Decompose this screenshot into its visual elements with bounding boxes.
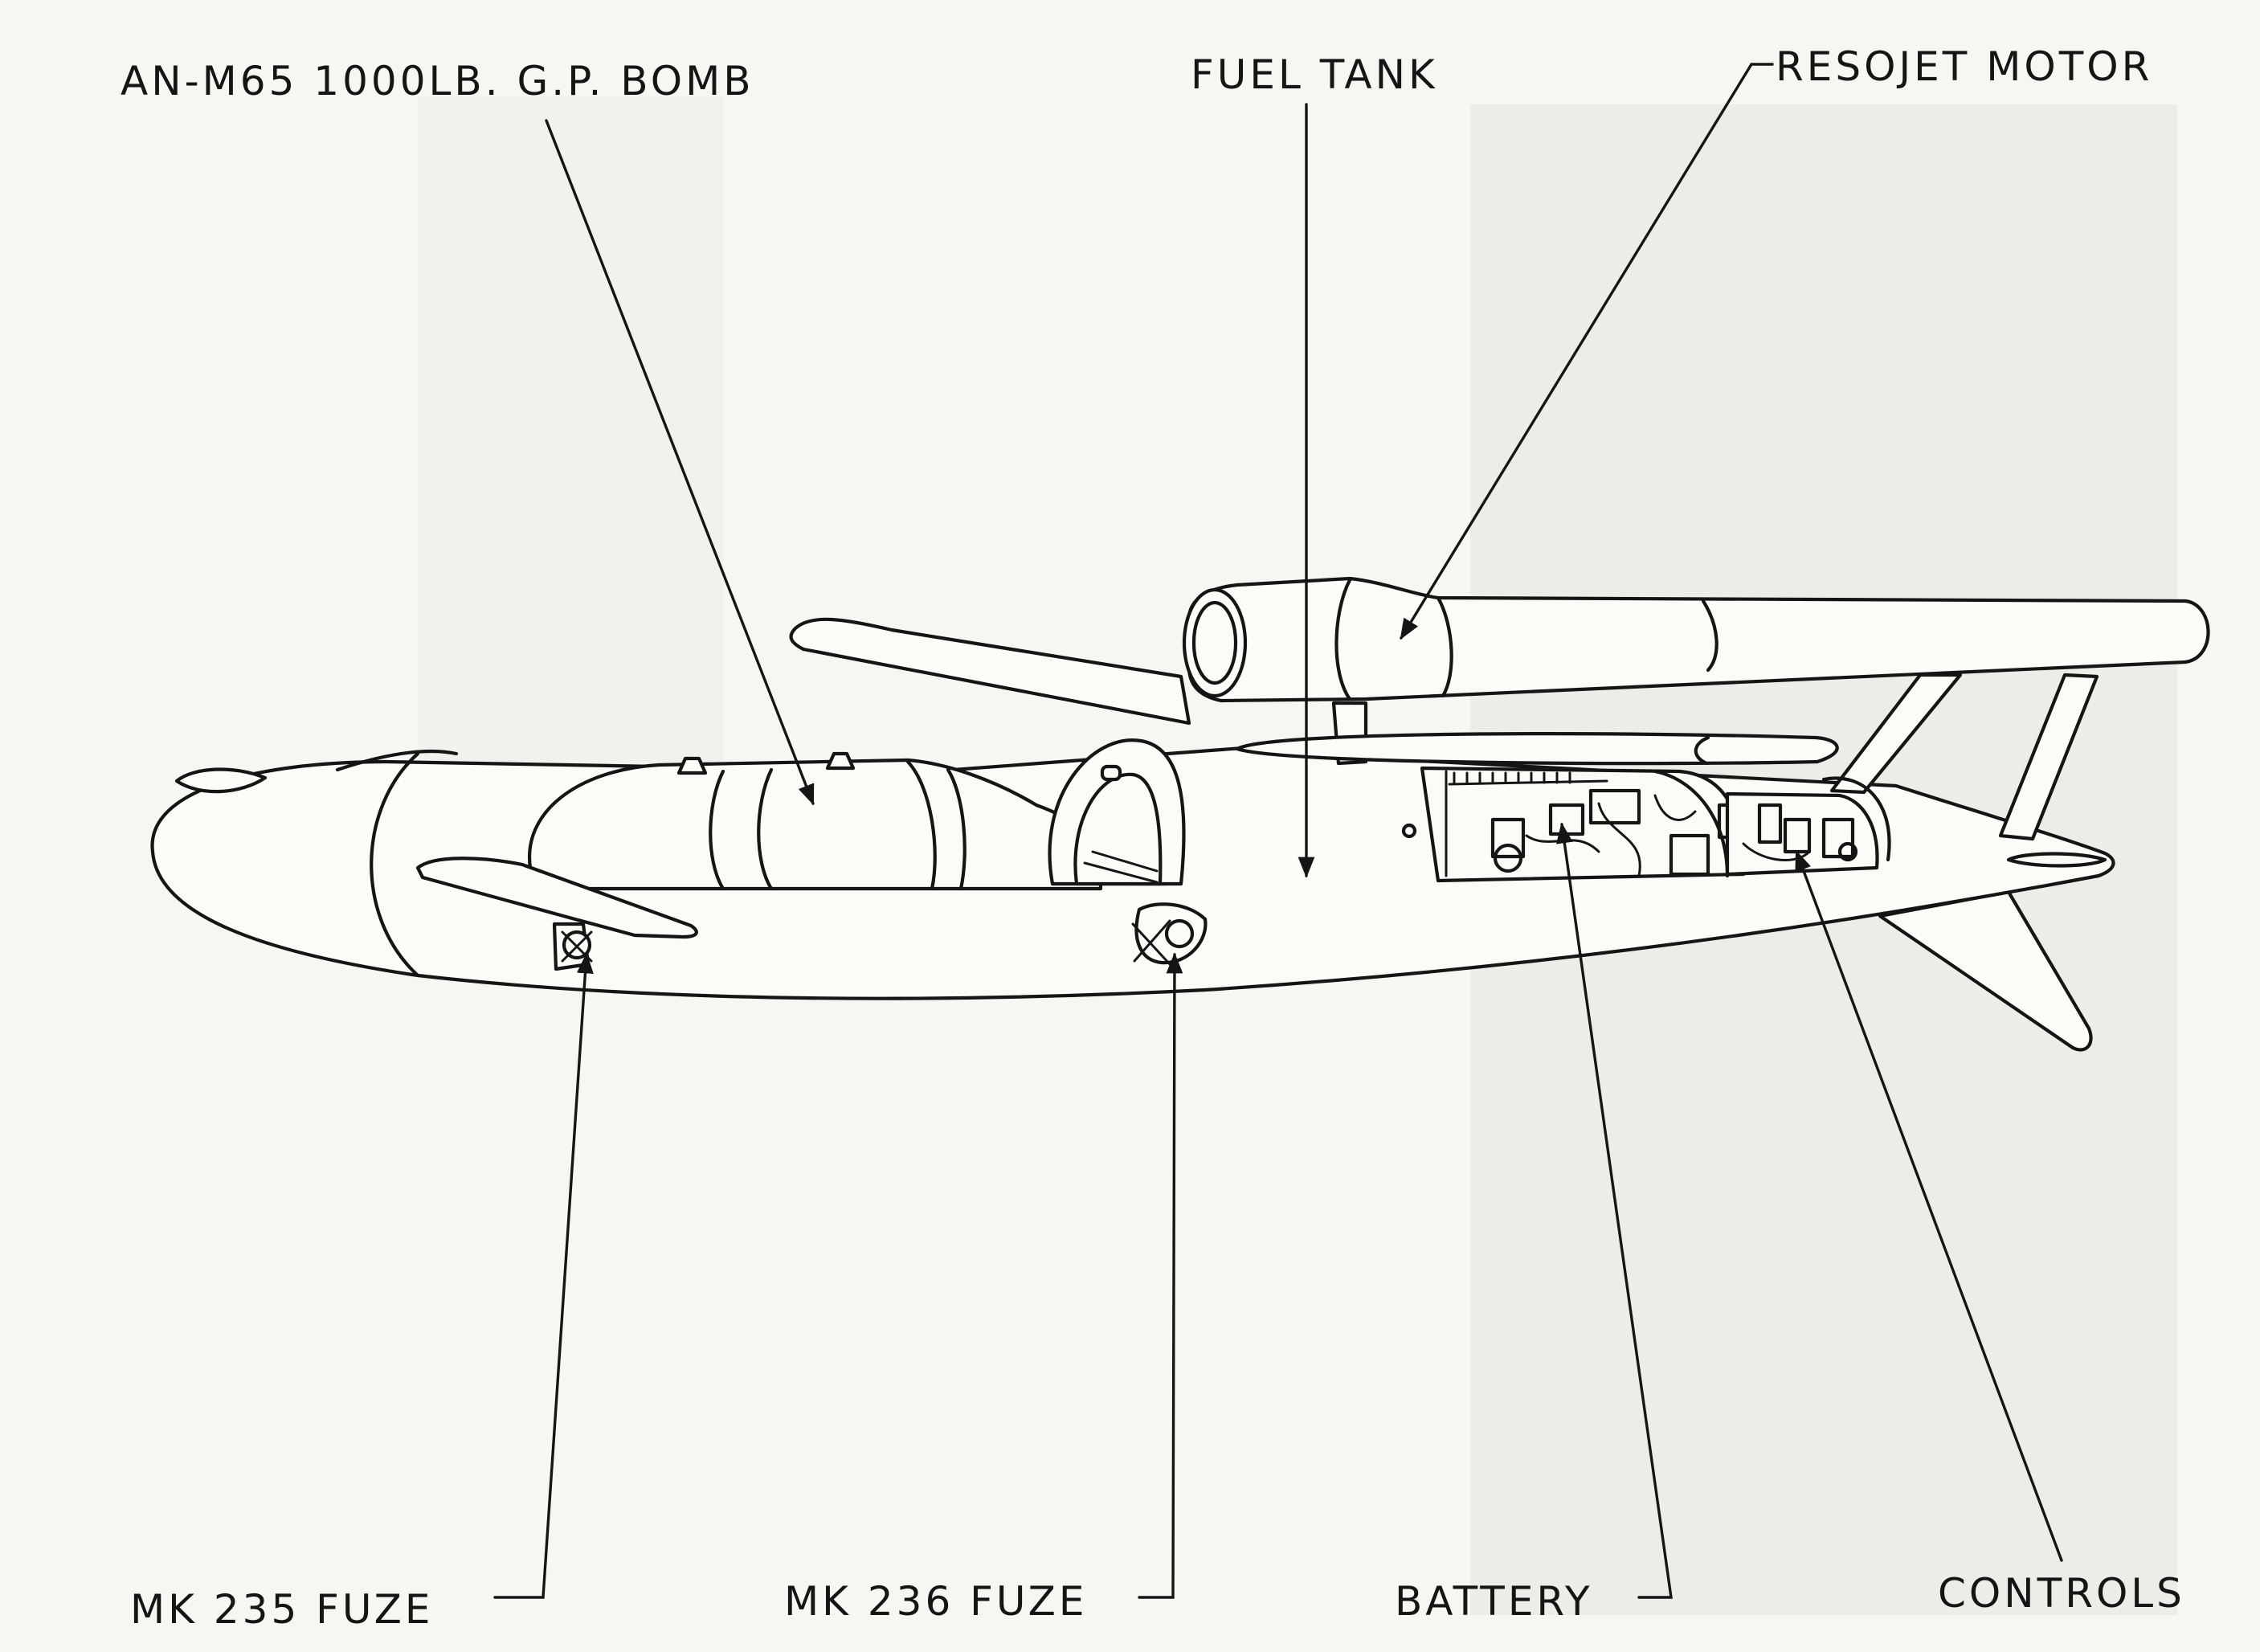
bomb-band-3 — [905, 759, 937, 891]
front-wing — [415, 857, 698, 939]
leader-mk235 — [493, 952, 594, 1599]
lower-fin — [1878, 889, 2093, 1052]
resojet-motor — [1182, 576, 2210, 703]
equipment-compartment — [1420, 766, 1746, 883]
label-mk236-fuze: MK 236 FUZE — [784, 1578, 1087, 1625]
bomb-band-4 — [946, 767, 967, 891]
label-battery: BATTERY — [1395, 1578, 1593, 1625]
leader-resojet — [1400, 63, 1774, 640]
fuel-tank-pod — [1235, 732, 1839, 766]
leader-lines — [493, 63, 2063, 1599]
pylon-rear — [1829, 673, 1963, 795]
label-bomb: AN-M65 1000LB. G.P. BOMB — [121, 58, 754, 104]
bomb-lug-2 — [825, 751, 856, 771]
label-controls: CONTROLS — [1938, 1570, 2185, 1617]
nose-section — [335, 749, 459, 772]
fuel-filler-dome — [1048, 738, 1186, 886]
leader-battery — [1555, 822, 1673, 1599]
fuselage-fitting — [1401, 823, 1417, 839]
nose-division — [370, 751, 420, 978]
bomb-band-2 — [757, 767, 774, 891]
label-mk235-fuze: MK 235 FUZE — [130, 1586, 433, 1633]
missile-drawing — [150, 576, 2210, 1052]
pod-band — [1694, 735, 1710, 766]
bomb-band-1 — [709, 769, 725, 891]
label-resojet-motor: RESOJET MOTOR — [1776, 43, 2152, 90]
tail-cone-detail — [2006, 852, 2107, 868]
mk236-fuze-detail — [1131, 902, 1208, 966]
leader-mk236 — [1138, 952, 1183, 1599]
leader-controls — [1795, 849, 2063, 1562]
nose-probe — [174, 767, 268, 794]
bomb-lug-1 — [676, 756, 708, 775]
labels: AN-M65 1000LB. G.P. BOMB FUEL TANK RESOJ… — [121, 43, 2185, 1633]
leader-bomb — [545, 119, 815, 806]
label-fuel-tank: FUEL TANK — [1191, 51, 1438, 98]
pylon-rear-2 — [1998, 673, 2099, 841]
tailplane — [789, 617, 1191, 726]
